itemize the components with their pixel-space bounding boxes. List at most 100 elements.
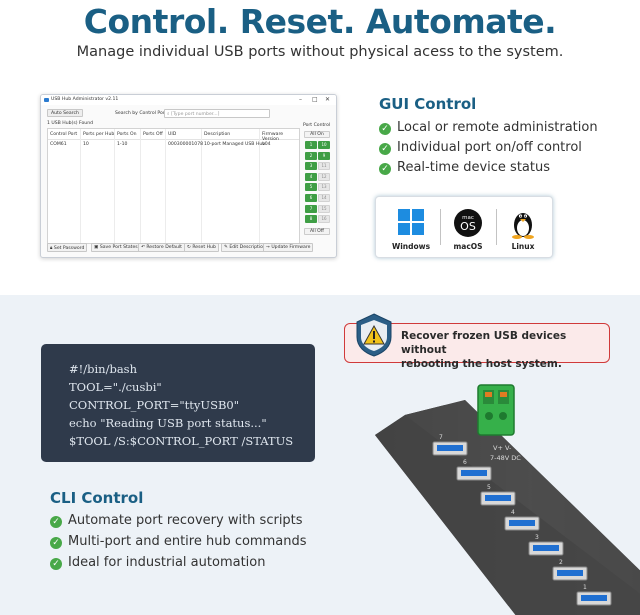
os-label-macos: macOS <box>453 242 483 251</box>
port-toggle-3[interactable]: 3 <box>305 162 317 171</box>
power-terminal-block <box>477 384 515 436</box>
reset-hub-button[interactable]: ↻ Reset Hub <box>184 243 219 252</box>
button-label: Reset Hub <box>192 245 216 250</box>
reset-icon: ↻ <box>187 245 193 250</box>
port-toggle-11[interactable]: 11 <box>318 162 330 171</box>
arrow-right-icon: → <box>266 245 272 250</box>
window-titlebar: USB Hub Administrator v2.11 – □ ✕ <box>41 95 336 105</box>
cli-feature: Multi-port and entire hub commands <box>68 534 307 549</box>
port-toggle-16[interactable]: 16 <box>318 215 330 224</box>
gui-control-title: GUI Control <box>379 95 477 113</box>
auto-search-button[interactable]: Auto Search <box>47 109 83 117</box>
button-label: Save Port States <box>99 245 138 250</box>
port-toggle-9[interactable]: 9 <box>318 151 330 160</box>
column-header: Ports Off <box>143 132 163 137</box>
terminal-line: TOOL="./cusbi" <box>69 380 162 394</box>
subheadline: Manage individual USB ports without phys… <box>76 44 564 60</box>
port-toggle-2[interactable]: 2 <box>305 151 317 160</box>
table-cell: 1-10 <box>117 142 128 147</box>
callout-text-line: rebooting the host system. <box>401 358 562 370</box>
table-cell: COM61 <box>50 142 67 147</box>
port-toggle-10[interactable]: 10 <box>318 141 330 149</box>
window-title: USB Hub Administrator v2.11 <box>51 97 119 102</box>
macos-logo-icon: mac OS <box>454 209 482 237</box>
usb-hub-admin-window: USB Hub Administrator v2.11 – □ ✕ Auto S… <box>40 94 337 258</box>
table-cell: 000300001078 <box>168 142 204 147</box>
all-on-button[interactable]: All On <box>304 131 330 138</box>
usb-port-number: 3 <box>535 534 539 541</box>
column-header: Description <box>204 132 231 137</box>
column-header: Ports per Hub <box>83 132 115 137</box>
usb-port-tongue <box>581 595 607 601</box>
close-button[interactable]: ✕ <box>325 96 331 103</box>
cli-control-title: CLI Control <box>50 489 144 507</box>
app-icon <box>44 98 49 102</box>
save-port-states-button[interactable]: ▣ Save Port States <box>91 243 141 252</box>
os-divider <box>496 209 497 245</box>
hub-table: Control Port Ports per Hub Ports On Port… <box>47 128 300 244</box>
port-toggle-1[interactable]: 1 <box>305 141 317 149</box>
column-divider <box>80 129 81 243</box>
set-password-button[interactable]: 🔒︎ Set Password <box>47 243 88 252</box>
edit-description-button[interactable]: ✎ Edit Description <box>221 243 269 252</box>
save-icon: ▣ <box>94 245 100 250</box>
voltage-label: V+ V- <box>493 444 512 452</box>
port-toggle-13[interactable]: 13 <box>318 183 330 192</box>
edit-icon: ✎ <box>224 245 230 250</box>
update-firmware-button[interactable]: → Update Firmware <box>263 243 314 252</box>
column-header: Ports On <box>117 132 137 137</box>
os-support-box: Windows mac OS macOS Linux <box>375 196 553 258</box>
usb-port-tongue <box>533 545 559 551</box>
column-divider <box>140 129 141 243</box>
usb-port-number: 5 <box>487 484 491 491</box>
os-divider <box>440 209 441 245</box>
gui-feature: Local or remote administration <box>397 120 598 135</box>
check-icon: ✓ <box>379 163 391 175</box>
usb-port-tongue <box>557 570 583 576</box>
maximize-button[interactable]: □ <box>312 96 318 103</box>
table-cell: 10-port Managed USB Hub <box>204 142 266 147</box>
column-divider <box>201 129 202 243</box>
column-header: Firmware Version <box>262 132 284 142</box>
callout-text-line: Recover frozen USB devices without <box>401 330 567 356</box>
usb-port-tongue <box>485 495 511 501</box>
port-control-title: Port Control <box>303 123 331 128</box>
terminal-line: $TOOL /S:$CONTROL_PORT /STATUS <box>69 434 294 448</box>
button-label: Set Password <box>53 246 85 251</box>
gui-feature: Real-time device status <box>397 160 550 175</box>
search-label: Search by Control Port <box>115 111 167 116</box>
port-toggle-7[interactable]: 7 <box>305 204 317 213</box>
warning-icon <box>356 313 392 357</box>
port-toggle-4[interactable]: 4 <box>305 172 317 181</box>
check-icon: ✓ <box>50 537 62 549</box>
dc-range-label: 7-48V DC <box>490 454 521 462</box>
port-toggle-15[interactable]: 15 <box>318 204 330 213</box>
port-toggle-14[interactable]: 14 <box>318 194 330 202</box>
all-off-button[interactable]: All Off <box>304 228 330 235</box>
port-toggle-6[interactable]: 6 <box>305 194 317 202</box>
column-divider <box>259 129 260 243</box>
check-icon: ✓ <box>50 516 62 528</box>
os-label-linux: Linux <box>511 242 535 251</box>
terminal-panel: #!/bin/bash TOOL="./cusbi" CONTROL_PORT=… <box>41 344 315 462</box>
search-icon: ⌕ <box>167 112 172 117</box>
os-label-windows: Windows <box>391 242 431 251</box>
search-input[interactable]: ⌕ [Type port number...] <box>164 109 270 118</box>
port-toggle-12[interactable]: 12 <box>318 172 330 181</box>
usb-port-number: 2 <box>559 559 563 566</box>
cli-feature: Ideal for industrial automation <box>68 555 266 570</box>
minimize-button[interactable]: – <box>299 96 302 103</box>
usb-port-tongue <box>437 445 463 451</box>
restore-default-button[interactable]: ↶ Restore Default <box>138 243 185 252</box>
port-toggle-8[interactable]: 8 <box>305 215 317 224</box>
button-label: Restore Default <box>146 245 182 250</box>
lock-icon: 🔒︎ <box>50 246 54 251</box>
check-icon: ✓ <box>379 123 391 135</box>
check-icon: ✓ <box>379 143 391 155</box>
check-icon: ✓ <box>50 558 62 570</box>
search-placeholder: [Type port number...] <box>171 112 220 117</box>
restore-icon: ↶ <box>141 245 147 250</box>
port-toggle-5[interactable]: 5 <box>305 183 317 192</box>
